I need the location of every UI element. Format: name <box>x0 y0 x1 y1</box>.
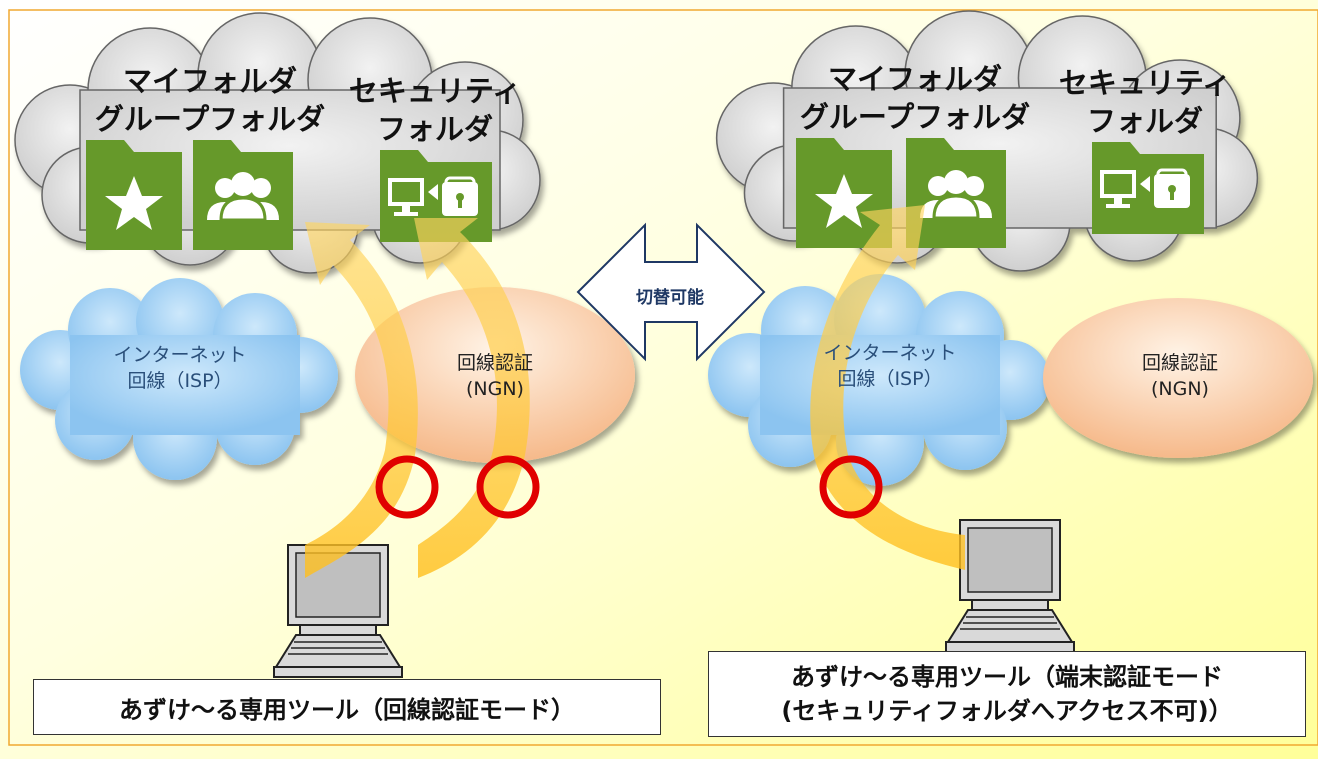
left-security-folder-title: セキュリティ フォルダ <box>348 74 522 146</box>
left-laptop-icon <box>273 544 403 678</box>
right-my-folder-title: マイフォルダ グループフォルダ <box>799 62 1031 134</box>
star-icon <box>86 140 182 250</box>
frame-border <box>8 9 1318 746</box>
left-my-folder-title: マイフォルダ グループフォルダ <box>94 64 326 136</box>
right-security-folder-title: セキュリティ フォルダ <box>1058 66 1232 138</box>
group-icon <box>904 136 1008 250</box>
left-ok-ring-2 <box>476 455 540 519</box>
security-device-icon <box>1090 140 1206 236</box>
left-internet-label: インターネット 回線（ISP） <box>113 344 247 392</box>
right-caption-box: あずけ～る専用ツール（端末認証モード (セキュリティフォルダへアクセス不可)） <box>708 651 1306 737</box>
right-internet-label: インターネット 回線（ISP） <box>823 342 957 390</box>
left-ok-ring-1 <box>375 455 439 519</box>
switch-double-arrow <box>576 222 766 362</box>
right-ngn-oval <box>1043 298 1313 458</box>
left-access-arrow-2 <box>414 218 530 578</box>
left-internet-cloud <box>20 278 338 480</box>
left-caption-box: あずけ～る専用ツール（回線認証モード） <box>33 679 661 735</box>
switch-label: 切替可能 <box>636 288 704 308</box>
left-access-arrow-1 <box>305 222 418 578</box>
right-ok-ring <box>819 455 883 519</box>
right-laptop-icon <box>945 519 1075 653</box>
right-access-arrow <box>810 205 965 570</box>
right-ngn-label: 回線認証 (NGN) <box>1141 352 1218 400</box>
left-ngn-label: 回線認証 (NGN) <box>456 352 533 400</box>
group-icon <box>191 138 295 252</box>
